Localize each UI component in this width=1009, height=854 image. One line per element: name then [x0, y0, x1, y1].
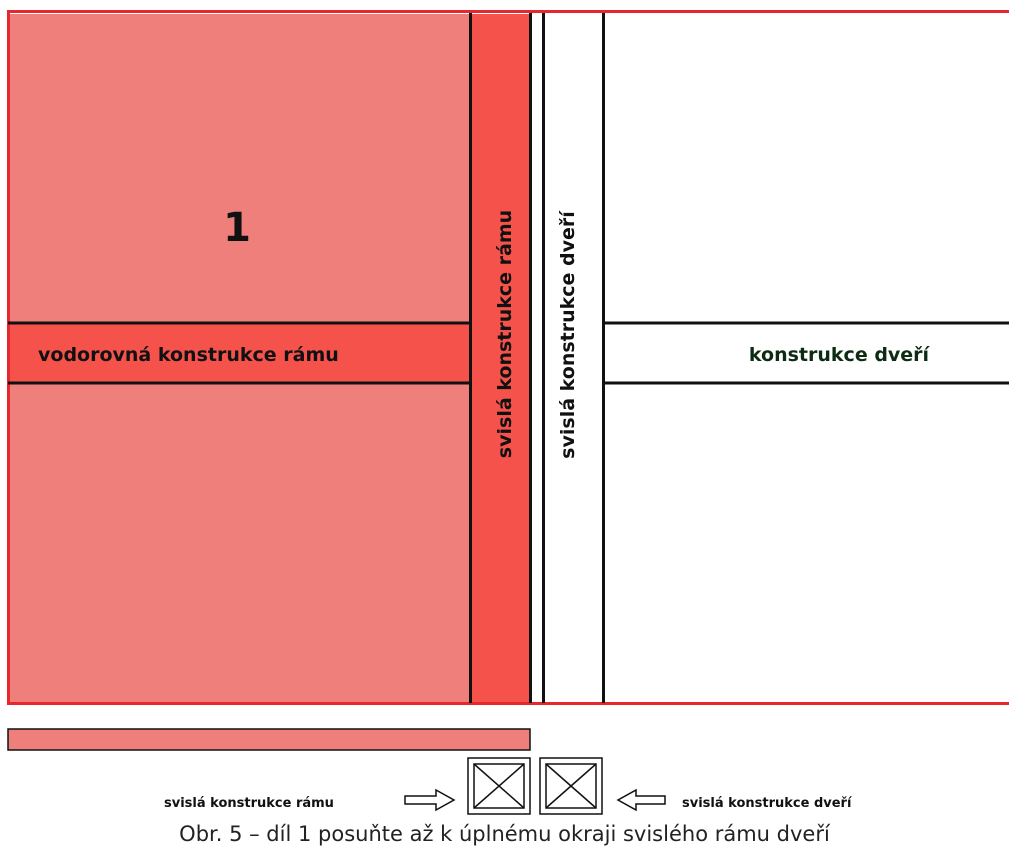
arrow-right-icon — [404, 788, 456, 812]
outer-border — [7, 10, 1009, 705]
frame-section-icon — [467, 757, 531, 815]
vertical-frame-band — [471, 14, 531, 702]
part-number-label: 1 — [223, 205, 251, 251]
horizontal-frame-band — [7, 324, 471, 383]
part-profile-strip — [7, 728, 531, 751]
legend-right-label: svislá konstrukce dveří — [682, 796, 853, 811]
arrow-left-icon — [616, 788, 666, 812]
vertical-frame-label: svislá konstrukce rámu — [494, 210, 516, 458]
door-section-icon — [539, 757, 603, 815]
door-construction-label: konstrukce dveří — [749, 344, 931, 366]
legend-left-label: svislá konstrukce rámu — [164, 796, 334, 811]
horizontal-frame-label: vodorovná konstrukce rámu — [38, 344, 339, 366]
vertical-door-label: svislá konstrukce dveří — [557, 210, 579, 459]
figure-caption: Obr. 5 – díl 1 posuňte až k úplnému okra… — [179, 822, 830, 846]
